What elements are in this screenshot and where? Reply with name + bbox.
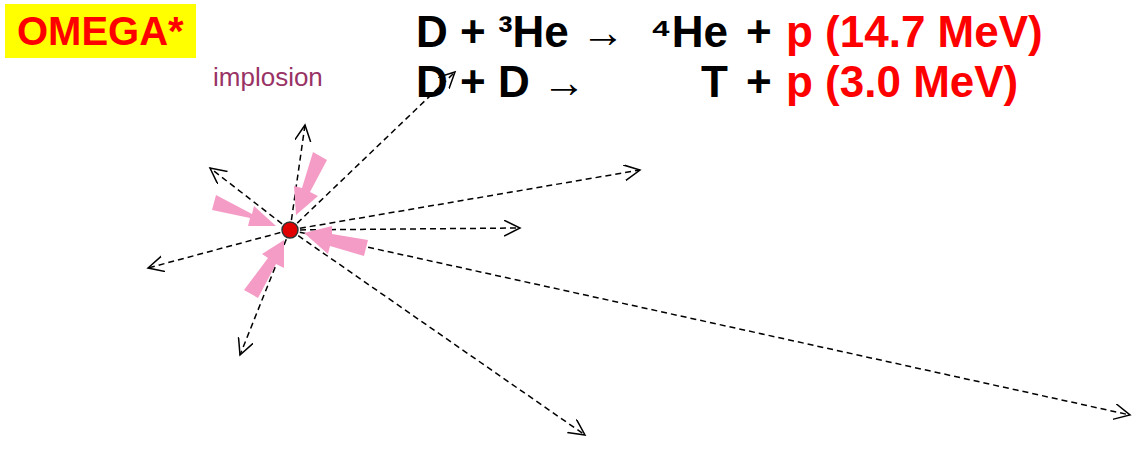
- target-capsule: [282, 222, 298, 238]
- facility-name: OMEGA*: [17, 9, 184, 53]
- implosion-arrows: [212, 152, 368, 298]
- reaction-text: +: [746, 58, 772, 106]
- reaction-text: ⁴He: [650, 8, 728, 56]
- facility-box: OMEGA*: [5, 4, 196, 58]
- reaction-text: D + D →: [416, 58, 586, 106]
- proton-energy: p (14.7 MeV): [786, 8, 1043, 56]
- reaction-text: +: [746, 8, 772, 56]
- caption-label: implosion: [213, 62, 323, 92]
- proton-paths: [148, 72, 1130, 435]
- reaction-text: D + ³He →: [416, 8, 625, 56]
- reaction-text: T: [701, 58, 728, 106]
- proton-energy: p (3.0 MeV): [786, 58, 1018, 106]
